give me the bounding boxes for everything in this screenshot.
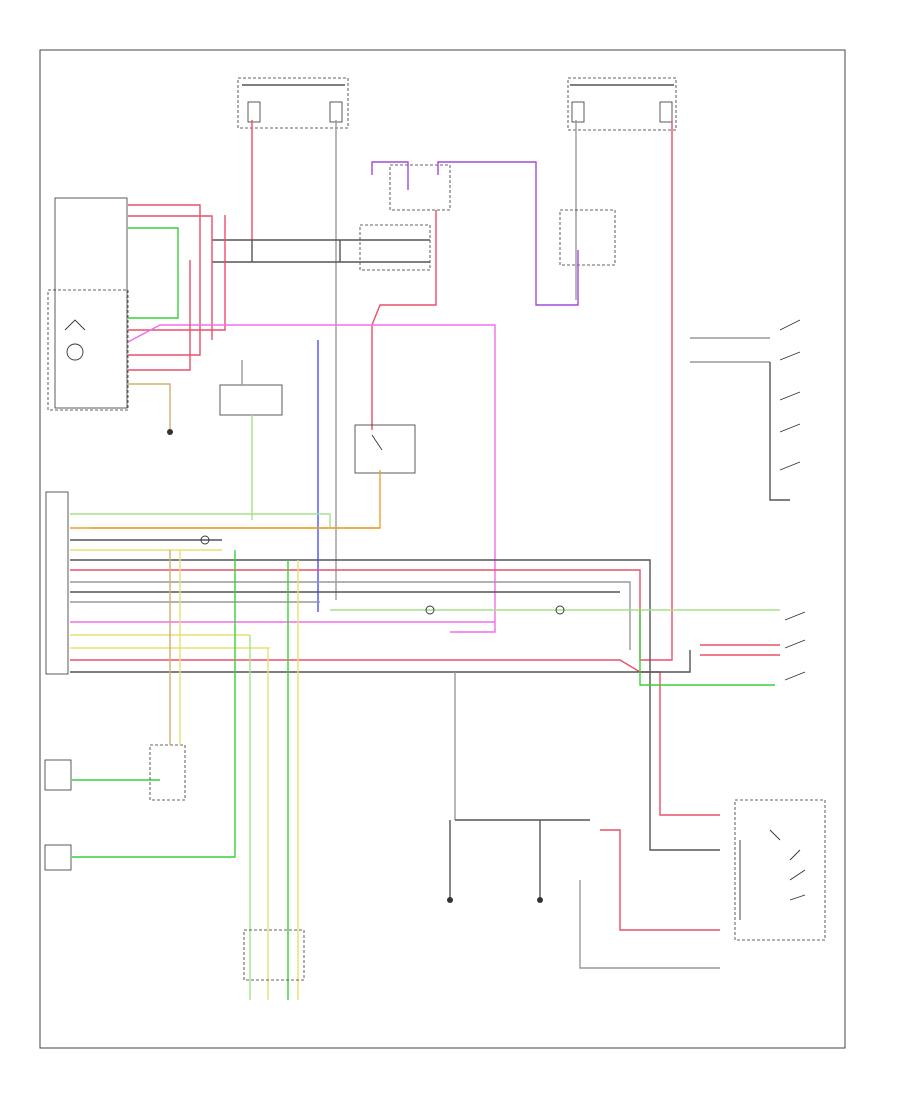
clutch-switch-center	[447, 672, 590, 903]
sensor-output-wires	[127, 204, 496, 633]
ground-icon	[167, 429, 173, 435]
cruise-main-switch-wiring	[639, 610, 806, 686]
connector-icon	[425, 605, 435, 615]
bottom-connector-wires	[243, 560, 305, 1000]
cruise-actuator	[579, 799, 826, 969]
relay-module-center	[359, 161, 616, 430]
main-harness	[45, 491, 780, 851]
diagram-frame	[39, 49, 846, 1049]
speed-sensor-block	[47, 197, 129, 411]
ground-icon	[537, 897, 543, 903]
relay-bus	[212, 239, 430, 263]
lower-left-sensors	[44, 550, 236, 871]
fuse-feed-wires	[251, 120, 673, 661]
connector-icon	[200, 535, 210, 545]
stop-lamp-switch	[219, 360, 283, 520]
ground-icon	[447, 897, 453, 903]
cruise-switch-stack	[690, 319, 801, 501]
harness-connectors	[200, 535, 565, 615]
power-distribution-top	[237, 77, 677, 131]
connector-icon	[555, 605, 565, 615]
